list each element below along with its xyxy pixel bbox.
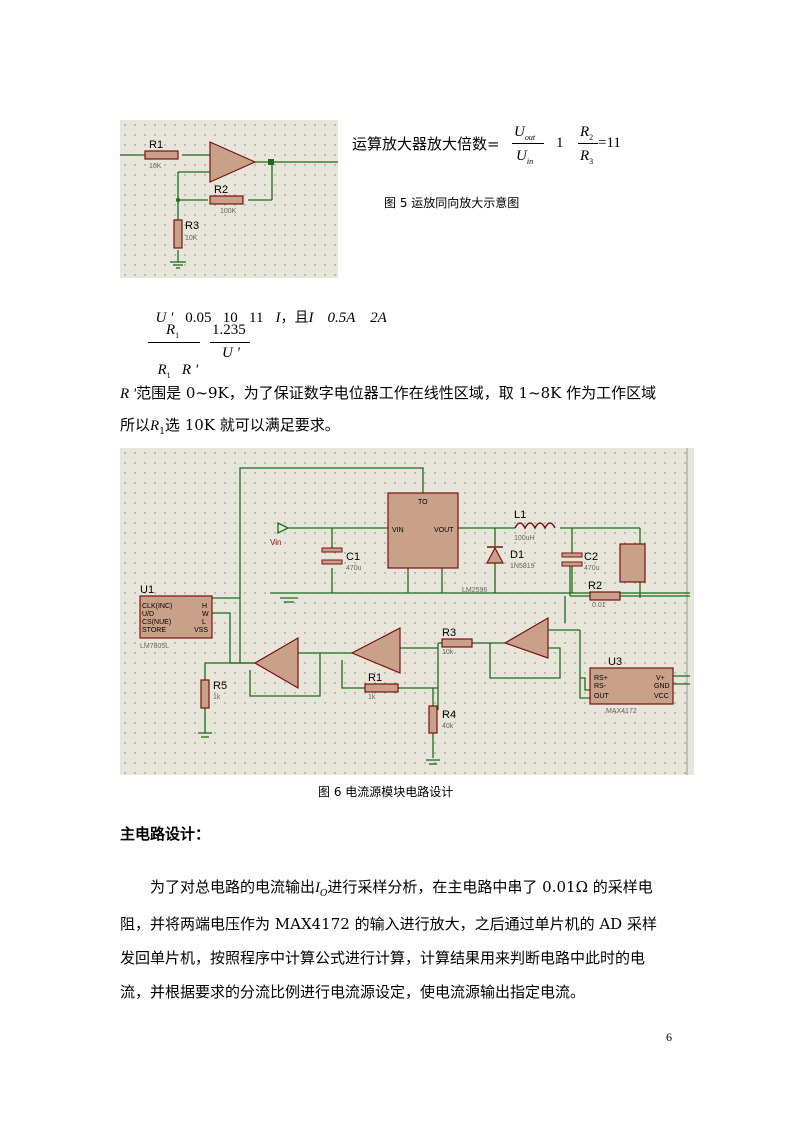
paragraph-r-range: R '范围是 0~9K，为了保证数字电位器工作在线性区域，取 1~8K 作为工作… — [120, 384, 657, 402]
u-in-denominator: Uin — [516, 148, 534, 166]
vin-label: Vin — [270, 538, 281, 547]
paragraph-main-line-2: 阻，并将两端电压作为 MAX4172 的输入进行放大，之后通过单片机的 AD 采… — [120, 915, 657, 933]
r3-value: 10k — [442, 649, 454, 656]
r5-value: 1k — [213, 694, 221, 701]
u3-pin-r2: GND — [654, 683, 670, 690]
r2-numerator: R2 — [580, 124, 594, 142]
fig5-schematic: R1 10K R2 100K R3 10K — [120, 120, 338, 278]
u-out-numerator: Uout — [514, 124, 536, 142]
paragraph-r1-select: 所以R1选 10K 就可以满足要求。 — [120, 416, 340, 437]
reg-part: LM2596 — [462, 587, 487, 594]
fig5-caption: 图 5 运放同向放大示意图 — [384, 196, 520, 210]
u1-pin-4: STORE — [142, 627, 166, 634]
reg-vout-pin: VOUT — [434, 527, 454, 534]
reg-top-pin: TO — [418, 499, 428, 506]
eq2-denominator: R1 R ' — [157, 362, 199, 380]
r2-value: 0.01 — [592, 602, 606, 609]
r3-value: 10K — [185, 235, 198, 242]
u1-label: U1 — [140, 584, 154, 596]
u3-pin-3: OUT — [594, 693, 610, 700]
c1-label: C1 — [346, 551, 360, 563]
fig6-caption: 图 6 电流源模块电路设计 — [318, 785, 454, 799]
eq2-left-fraction-line — [148, 342, 200, 343]
u3-part: MAX4172 — [606, 708, 637, 715]
r2-label: R2 — [588, 580, 602, 592]
r4-label: R4 — [442, 709, 456, 721]
c2-value: 470u — [584, 565, 600, 572]
fig6-schematic: U1 CLK(INC) U/D CS(NUE) STORE H W L VSS … — [120, 448, 694, 775]
eq2-right-fraction-line — [210, 342, 250, 343]
c1-value: 470u — [346, 565, 362, 572]
l1-value: 100uH — [514, 535, 535, 542]
eq2-value: 1.235 — [212, 322, 246, 338]
reg-vin-pin: VIN — [392, 527, 404, 534]
section-title: 主电路设计： — [120, 825, 211, 843]
eq2-r1-numerator: R1 — [166, 322, 180, 340]
u1-pin-2: U/D — [142, 611, 154, 618]
gain-result: =11 — [598, 135, 621, 151]
paragraph-main-line-3: 发回单片机，按照程序中计算公式进行计算，计算结果用来判断电路中此时的电 — [120, 949, 646, 967]
r2-value: 100K — [220, 208, 237, 215]
u1-pin-3: CS(NUE) — [142, 619, 171, 626]
r1-label: R1 — [149, 139, 163, 151]
u3-label: U3 — [608, 656, 622, 668]
u3-pin-1: RS+ — [594, 675, 608, 682]
r4-value: 40k — [442, 723, 454, 730]
u1-pin-1: CLK(INC) — [142, 603, 172, 610]
gain-fraction-line — [512, 143, 544, 144]
r3-label: R3 — [442, 627, 456, 639]
paragraph-main-line-4: 流，并根据要求的分流比例进行电流源设定，使电流源输出指定电流。 — [120, 983, 586, 1001]
l1-label: L1 — [514, 509, 526, 521]
u1-pin-r1: H — [202, 603, 207, 610]
u3-pin-r3: VCC — [654, 693, 669, 700]
c2-label: C2 — [584, 551, 598, 563]
r2-label: R2 — [214, 184, 228, 196]
d1-label: D1 — [510, 549, 524, 561]
r1-label: R1 — [368, 672, 382, 684]
u1-part: LM7805L — [140, 643, 169, 650]
u3-pin-2: RS- — [594, 683, 607, 690]
page-number: 6 — [666, 1030, 672, 1044]
eq2-u-prime: U ' — [222, 345, 240, 361]
d1-value: 1N5819 — [510, 563, 535, 570]
u1-pin-r2: W — [202, 611, 209, 618]
gain-formula-label: 运算放大器放大倍数= — [352, 135, 500, 153]
r5-label: R5 — [213, 680, 227, 692]
r3-denominator: R3 — [580, 148, 594, 166]
u3-pin-r1: V+ — [656, 675, 665, 682]
paragraph-main-line-1: 为了对总电路的电流输出IO进行采样分析，在主电路中串了 0.01Ω 的采样电 — [150, 878, 653, 899]
r-fraction-line — [578, 143, 598, 144]
u1-pin-r4: VSS — [194, 627, 208, 634]
r1-value: 10K — [149, 163, 162, 170]
u1-pin-r3: L — [202, 619, 206, 626]
r1-value: 1k — [368, 694, 376, 701]
r3-label: R3 — [185, 220, 199, 232]
gain-one: 1 — [556, 135, 564, 151]
